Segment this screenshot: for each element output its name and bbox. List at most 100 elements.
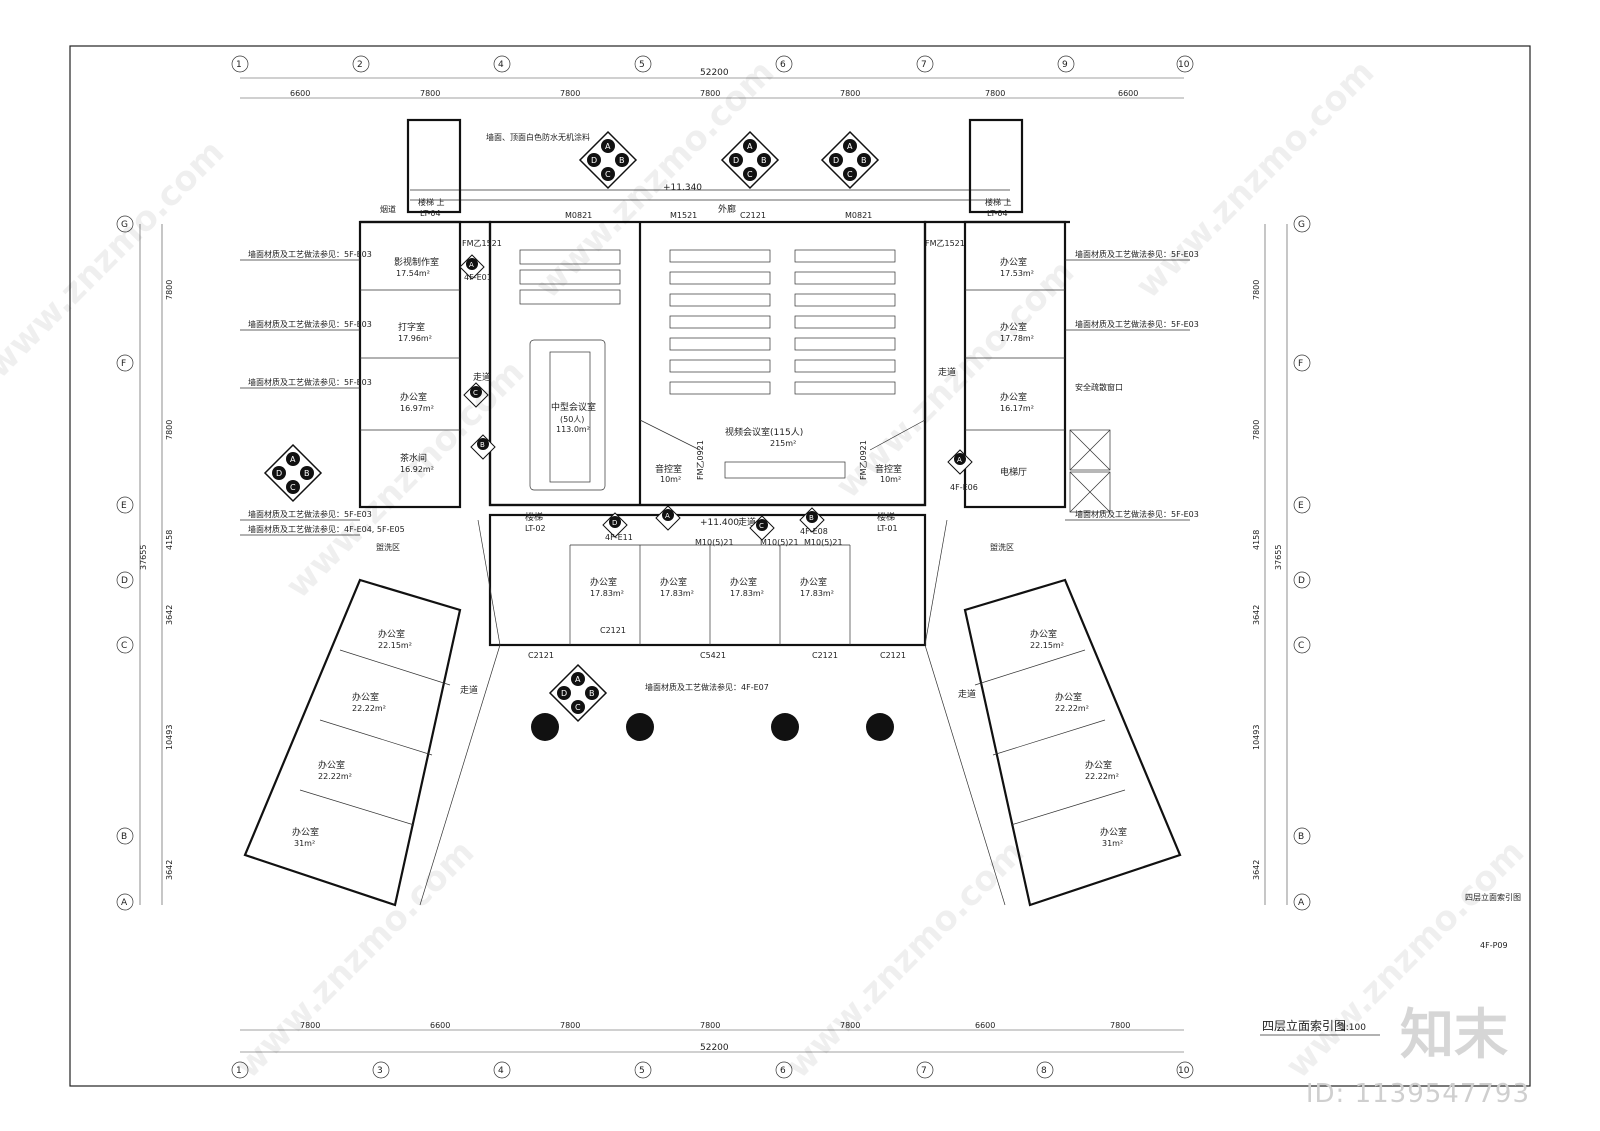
bottom-span-7: 7800 [1110, 1021, 1130, 1030]
round-columns [531, 713, 894, 741]
axis-right-D: D [1298, 576, 1305, 586]
room-office-e2: 办公室 [1055, 691, 1082, 703]
marker-1-c: C [605, 170, 611, 179]
stair-lt04-r-code: LT-04 [987, 209, 1008, 218]
top-span-2: 7800 [420, 89, 440, 98]
room-office-r1: 办公室 [1000, 256, 1027, 268]
wash-l: 盥洗区 [376, 542, 400, 552]
room-office-e1-area: 22.15m² [1030, 641, 1064, 650]
axis-top-5: 6 [780, 60, 786, 70]
corridor-l: 走道 [473, 371, 491, 383]
axis-top-2: 2 [357, 60, 363, 70]
note-left-4: 墙面材质及工艺做法参见：5F-E03 [248, 509, 372, 519]
stair-lt01: 楼梯 [877, 511, 895, 523]
single-marker-b2: B [799, 507, 825, 533]
room-office-c4-area: 17.83m² [800, 589, 834, 598]
room-office-r2-area: 17.78m² [1000, 334, 1034, 343]
marker-3-b: B [861, 156, 867, 165]
room-office-c3-area: 17.83m² [730, 589, 764, 598]
right-row-axes: G F E D C B A 37655 7800 7800 4158 3642 … [1252, 215, 1311, 911]
top-span-7: 6600 [1118, 89, 1138, 98]
room-office-r3: 办公室 [1000, 391, 1027, 403]
door-m1021-c3: M10(5)21 [804, 538, 843, 547]
room-video-meeting: 视频会议室(115人) [725, 426, 803, 438]
marker-3-a: A [847, 142, 853, 151]
room-office-w1-area: 22.15m² [378, 641, 412, 650]
axis-right-A: A [1298, 898, 1305, 908]
stair-lt01-code: LT-01 [877, 524, 898, 533]
index-markers: A D B C A D B C A D B C A D B C [263, 130, 880, 723]
room-office-e1: 办公室 [1030, 628, 1057, 640]
marker-4-b: B [304, 469, 310, 478]
drawing-title-block: 四层立面索引图 1:100 四层立面索引图 4F-P09 [1260, 892, 1521, 1036]
room-office-e3: 办公室 [1085, 759, 1112, 771]
single-marker-a2-letter: A [665, 512, 670, 520]
axis-left-G: G [121, 220, 128, 230]
top-span-3: 7800 [560, 89, 580, 98]
room-film: 影视制作室 [394, 256, 439, 268]
axis-left-D: D [121, 576, 128, 586]
bottom-total-dim: 52200 [700, 1043, 729, 1053]
room-office-e2-area: 22.22m² [1055, 704, 1089, 713]
corridor-wing-l: 走道 [460, 684, 478, 696]
bottom-span-6: 6600 [975, 1021, 995, 1030]
bottom-axis-bubbles: 1 3 4 5 6 7 8 10 [231, 1061, 1194, 1079]
level-mid: +11.400 [700, 518, 739, 528]
axis-bottom-7: 8 [1041, 1066, 1047, 1076]
room-video-meeting-area: 215m² [770, 439, 796, 448]
room-mid-meeting-cap: (50人) [560, 415, 584, 424]
room-typing-area: 17.96m² [398, 334, 432, 343]
watermark-site-1: www.znzmo.com [0, 132, 232, 386]
image-id: ID: 1139547793 [1305, 1079, 1530, 1109]
single-marker-d-letter: D [612, 519, 617, 527]
single-marker-c: C [463, 382, 489, 408]
room-office-w2: 办公室 [352, 691, 379, 703]
door-fm1521-l: FM乙1521 [462, 239, 502, 248]
watermark-site-2: www.znzmo.com [278, 352, 532, 606]
note-left-1: 墙面材质及工艺做法参见：5F-E03 [248, 249, 372, 259]
single-markers: A C B D A C B A 4F-E01 4F- [459, 254, 978, 542]
marker-3-c: C [847, 170, 853, 179]
marker-5-d: D [561, 689, 567, 698]
axis-bottom-1: 1 [236, 1066, 242, 1076]
axis-top-7: 9 [1062, 60, 1068, 70]
left-span-5: 10493 [165, 725, 174, 750]
index-marker-4: A D B C [263, 443, 323, 503]
axis-top-4: 5 [639, 60, 645, 70]
note-left-2: 墙面材质及工艺做法参见：5F-E03 [248, 319, 372, 329]
room-tea: 茶水间 [400, 452, 427, 464]
marker-4-a: A [290, 455, 296, 464]
axis-right-B: B [1298, 832, 1304, 842]
note-left-3: 墙面材质及工艺做法参见：5F-E03 [248, 377, 372, 387]
room-office-w1: 办公室 [378, 628, 405, 640]
room-sound-l: 音控室 [655, 463, 682, 475]
index-marker-2: A D B C [720, 130, 780, 190]
room-office-e3-area: 22.22m² [1085, 772, 1119, 781]
door-m0821-l: M0821 [565, 211, 592, 220]
single-marker-d: D [602, 512, 628, 538]
room-tea-area: 16.92m² [400, 465, 434, 474]
building-walls [243, 118, 1182, 907]
axis-top-3: 4 [498, 60, 504, 70]
single-marker-e11: 4F-E11 [605, 533, 633, 542]
corridor-r: 走道 [938, 366, 956, 378]
door-m1021-c2: M10(5)21 [760, 538, 799, 547]
single-marker-a-letter: A [469, 261, 474, 269]
note-right-1: 墙面材质及工艺做法参见：5F-E03 [1075, 249, 1199, 259]
axis-bottom-5: 6 [780, 1066, 786, 1076]
watermark-layer: www.znzmo.com www.znzmo.com www.znzmo.co… [0, 52, 1532, 1086]
axis-right-G: G [1298, 220, 1305, 230]
single-marker-c2-letter: C [759, 522, 764, 530]
axis-left-F: F [121, 359, 126, 369]
marker-5-c: C [575, 703, 581, 712]
marker-1-d: D [591, 156, 597, 165]
corridor-wing-r: 走道 [958, 688, 976, 700]
top-dimensions: 52200 6600 7800 7800 7800 7800 7800 6600 [240, 68, 1184, 99]
note-center: 墙面材质及工艺做法参见：4F-E07 [645, 682, 769, 692]
room-office-e4: 办公室 [1100, 826, 1127, 838]
leader-notes: 墙面材质及工艺做法参见：5F-E03 墙面材质及工艺做法参见：5F-E03 墙面… [240, 132, 1199, 692]
axis-bottom-8: 10 [1178, 1066, 1190, 1076]
axis-bottom-4: 5 [639, 1066, 645, 1076]
room-office-l-area: 16.97m² [400, 404, 434, 413]
sheet-number: 4F-P09 [1480, 941, 1508, 950]
